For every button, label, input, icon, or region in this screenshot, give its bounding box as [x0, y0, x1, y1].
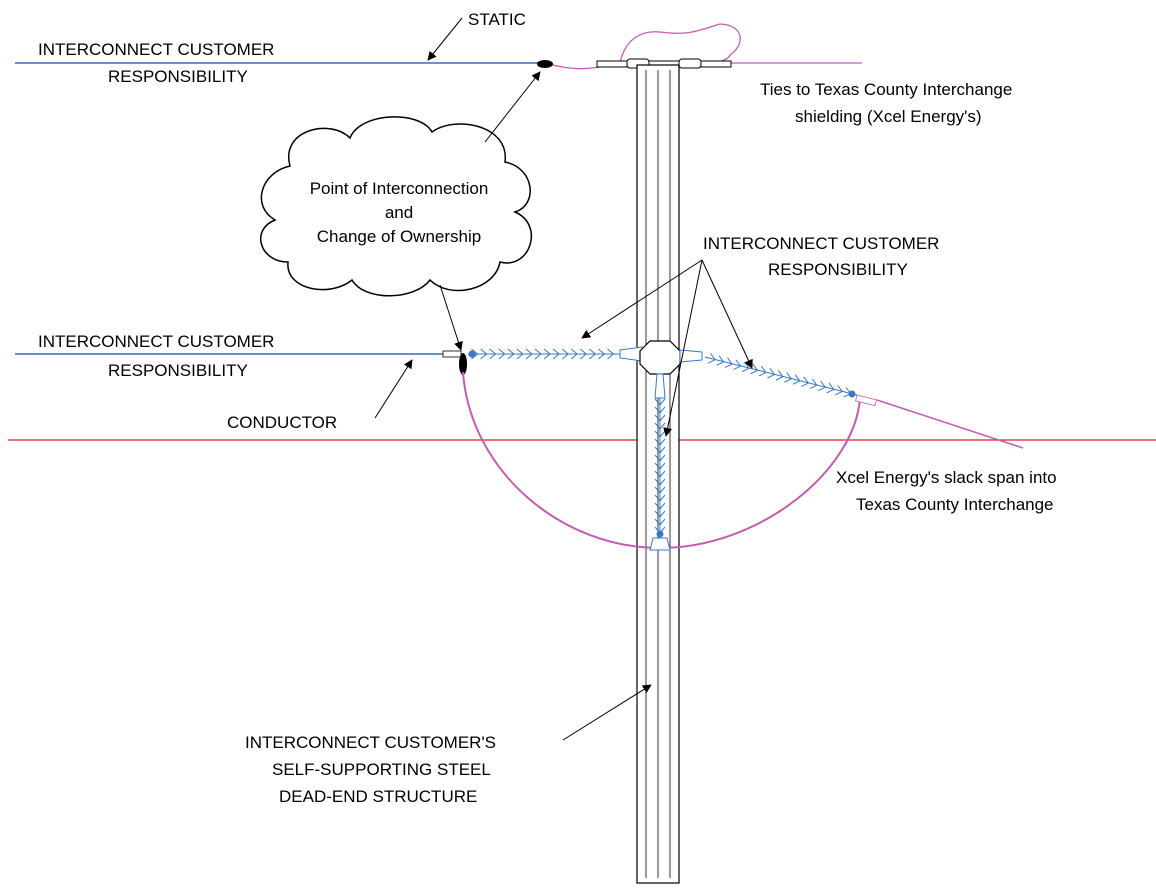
vertical-yoke-top: [654, 373, 666, 399]
static-poi-marker: [537, 60, 553, 68]
insulator-disc: [654, 422, 666, 430]
cloud-text-line3: Change of Ownership: [317, 227, 481, 246]
insulator-disc: [654, 438, 666, 446]
structure-arrow: [562, 684, 652, 741]
left-string-end-cap: [468, 350, 476, 358]
conductor-poi-marker: [459, 353, 467, 375]
structure-line2: SELF-SUPPORTING STEEL: [272, 760, 491, 779]
responsibility-to-left-string-arrow: [581, 259, 703, 339]
static-label: STATIC: [468, 10, 526, 29]
deadend-plate: [639, 340, 681, 375]
insulator-disc: [507, 348, 515, 360]
static-clamp-center-right: [678, 58, 702, 69]
insulator-disc: [654, 518, 666, 526]
static-clamp-right: [700, 60, 732, 68]
static-arrow: [427, 17, 463, 61]
right-deadend-clamp: [855, 394, 877, 407]
left-yoke: [619, 346, 643, 362]
cloud-text-line1: Point of Interconnection: [310, 179, 489, 198]
insulator-disc: [784, 372, 793, 383]
insulator-disc: [561, 348, 569, 360]
insulator-disc: [767, 368, 776, 379]
insulator-disc: [818, 380, 827, 392]
left-insulator-string: [468, 348, 620, 360]
conductor-arrow: [374, 359, 413, 419]
ties-label-line2: shielding (Xcel Energy's): [795, 107, 982, 126]
insulator-disc: [654, 470, 666, 478]
insulator-disc: [654, 486, 666, 494]
insulator-disc: [471, 348, 479, 360]
insulator-disc: [775, 370, 784, 381]
insulator-disc: [716, 355, 725, 366]
insulator-disc: [724, 357, 733, 368]
insulator-disc: [809, 378, 818, 390]
insulator-disc: [570, 348, 579, 360]
ties-label-line1: Ties to Texas County Interchange: [760, 80, 1012, 99]
insulator-disc: [534, 348, 542, 360]
cloud-to-static-arrow: [484, 71, 541, 143]
left-deadend-clamp: [442, 350, 462, 358]
insulator-disc: [792, 374, 801, 385]
insulator-disc: [552, 348, 560, 360]
conductor-label: CONDUCTOR: [227, 413, 337, 432]
insulator-disc: [489, 348, 497, 360]
vertical-insulator-string: [654, 374, 666, 538]
insulator-disc: [607, 348, 615, 360]
insulator-disc: [834, 384, 843, 396]
static-loop-xcel: [619, 23, 862, 64]
structure-line3: DEAD-END STRUCTURE: [279, 787, 477, 806]
insulator-disc: [579, 348, 588, 360]
right-insulator-string: [704, 353, 858, 398]
insulator-disc: [758, 365, 767, 377]
left-responsibility-line2: RESPONSIBILITY: [108, 361, 248, 380]
cloud-text-line2: and: [385, 203, 413, 222]
insulator-disc: [654, 446, 666, 454]
poi-cloud: [259, 116, 533, 297]
vertical-string-end-cap: [656, 530, 664, 538]
insulator-disc: [525, 348, 533, 360]
insulator-disc: [654, 462, 666, 470]
xcel-slack-span: [876, 399, 1024, 449]
top-responsibility-line2: RESPONSIBILITY: [108, 67, 248, 86]
insulator-disc: [654, 494, 666, 502]
insulator-disc: [516, 348, 524, 360]
insulator-disc: [654, 478, 666, 486]
insulator-disc: [654, 414, 666, 422]
left-responsibility-line1: INTERCONNECT CUSTOMER: [38, 332, 274, 351]
mid-responsibility-line2: RESPONSIBILITY: [768, 260, 908, 279]
insulator-disc: [826, 382, 835, 394]
static-tie-xcel: [544, 62, 606, 70]
insulator-disc: [654, 454, 666, 462]
cloud-to-conductor-arrow: [439, 284, 463, 351]
right-string-end-cap: [848, 390, 856, 398]
insulator-disc: [598, 348, 606, 360]
insulator-disc: [654, 510, 666, 518]
insulator-disc: [589, 348, 597, 360]
insulator-disc: [733, 359, 742, 370]
insulator-disc: [543, 348, 551, 360]
structure-line1: INTERCONNECT CUSTOMER'S: [245, 733, 496, 752]
responsibility-to-vertical-string-arrow: [663, 259, 703, 437]
slack-span-line1: Xcel Energy's slack span into: [836, 468, 1057, 487]
insulator-disc: [654, 502, 666, 510]
jumper-support-clamp: [649, 537, 671, 551]
insulator-disc: [654, 398, 666, 406]
insulator-disc: [654, 406, 666, 414]
slack-span-line2: Texas County Interchange: [856, 495, 1054, 514]
insulator-disc: [480, 348, 488, 360]
static-clamp-left: [596, 60, 628, 68]
insulator-disc: [707, 353, 716, 364]
top-responsibility-line1: INTERCONNECT CUSTOMER: [38, 40, 274, 59]
mid-responsibility-line1: INTERCONNECT CUSTOMER: [703, 234, 939, 253]
insulator-disc: [750, 363, 759, 375]
insulator-disc: [498, 348, 506, 360]
insulator-disc: [801, 376, 810, 387]
right-yoke: [679, 349, 703, 363]
responsibility-to-right-string-arrow: [701, 259, 753, 369]
